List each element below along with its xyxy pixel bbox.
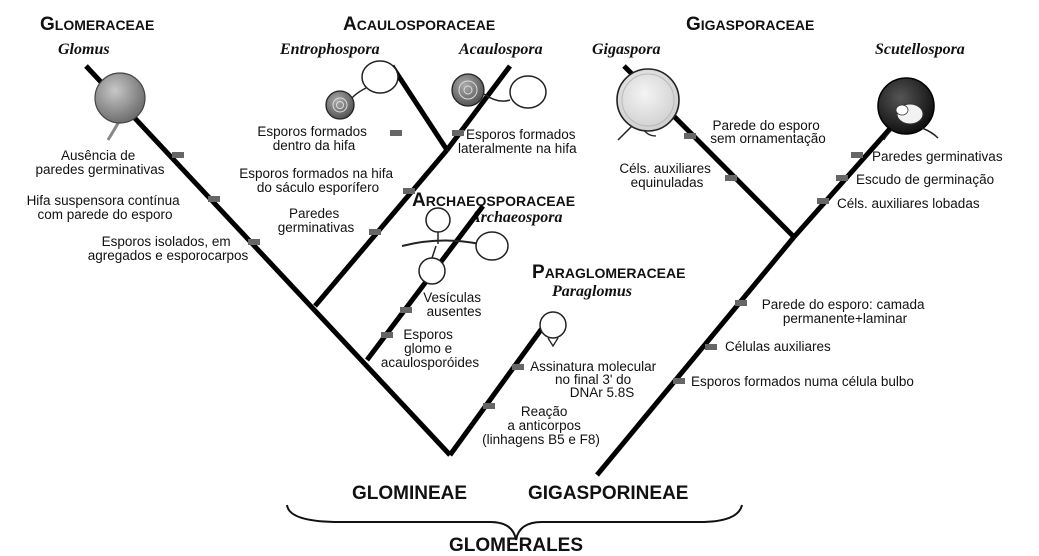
label-reacao: Reação a anticorpos (linhagens B5 e F8) [482,404,600,447]
family-acaulosporaceae: ACAULOSPORACEAE [343,14,495,35]
suborder-glomineae: GLOMINEAE [352,483,467,504]
label-vesiculas: Vesículas ausentes [423,290,485,319]
marker-paredes-scut [851,152,863,158]
glomus-spore-icon [95,73,145,140]
marker-bulbo [673,378,685,384]
entrophospora-spore-icon [326,61,398,119]
marker-assinatura [512,364,524,370]
genus-archaeospora: Archaeospora [469,209,562,226]
marker-esporos-isolados [248,239,260,245]
genus-glomus: Glomus [58,41,110,58]
label-equinuladas: Céls. auxiliares equinuladas [619,161,714,190]
marker-camada [735,300,747,306]
label-assinatura: Assinatura molecular no final 3' do DNAr… [530,359,660,400]
label-celulas-auxiliares: Células auxiliares [725,339,831,354]
family-paraglomeraceae: PARAGLOMERACEAE [532,262,685,283]
label-escudo: Escudo de germinação [856,172,994,187]
label-esporos-isolados: Esporos isolados, em agregados e esporoc… [88,234,249,263]
label-glomo-acaulo: Esporos glomo e acaulosporóides [381,327,480,370]
marker-equinuladas [725,175,737,181]
genus-acaulospora: Acaulospora [458,41,543,58]
suborder-gigasporineae: GIGASPORINEAE [528,483,688,504]
family-gigasporaceae: GIGASPORACEAE [686,14,814,35]
genus-entrophospora: Entrophospora [279,41,380,58]
label-hifa-suspensora: Hifa suspensora contínua com parede do e… [27,193,184,222]
label-camada: Parede do esporo: camada permanente+lami… [762,297,929,326]
marker-saculo [403,188,415,194]
marker-glomo [381,332,393,338]
label-lobadas: Céls. auxiliares lobadas [837,196,980,211]
marker-ausencia [172,152,184,158]
family-glomeraceae: GLOMERACEAE [40,14,154,35]
paraglomus-spore-icon [540,312,566,346]
marker-lobadas [817,198,829,204]
genus-scutellospora: Scutellospora [875,41,965,58]
label-sem-ornamentacao: Parede do esporo sem ornamentação [710,118,826,146]
label-lateralmente: Esporos formados lateralmente na hifa [458,127,579,156]
order-glomerales: GLOMERALES [449,535,583,556]
marker-dentro-hifa [390,130,402,136]
genus-gigaspora: Gigaspora [592,41,660,58]
marker-escudo [836,175,848,181]
marker-hifa-suspensora [208,196,220,202]
genus-paraglomus: Paraglomus [551,283,632,300]
marker-lateralmente [452,130,464,136]
label-na-hifa-saculo: Esporos formados na hifa do sáculo espor… [239,166,397,195]
marker-celulas-aux [705,344,717,350]
label-paredes-germinativas-scut: Paredes germinativas [872,149,1003,164]
marker-sem-ornamentacao [684,133,696,139]
marker-paredes-acaulo [369,229,381,235]
label-bulbo: Esporos formados numa célula bulbo [691,374,914,389]
label-ausencia-paredes: Ausência de paredes germinativas [35,148,164,177]
gigaspora-spore-icon [617,69,679,140]
label-paredes-germinativas-acaulo: Paredes germinativas [278,206,355,235]
branch-entrophospora [392,66,447,150]
label-dentro-hifa: Esporos formados dentro da hifa [257,124,370,153]
marker-reacao [483,403,495,409]
marker-vesiculas [400,307,412,313]
